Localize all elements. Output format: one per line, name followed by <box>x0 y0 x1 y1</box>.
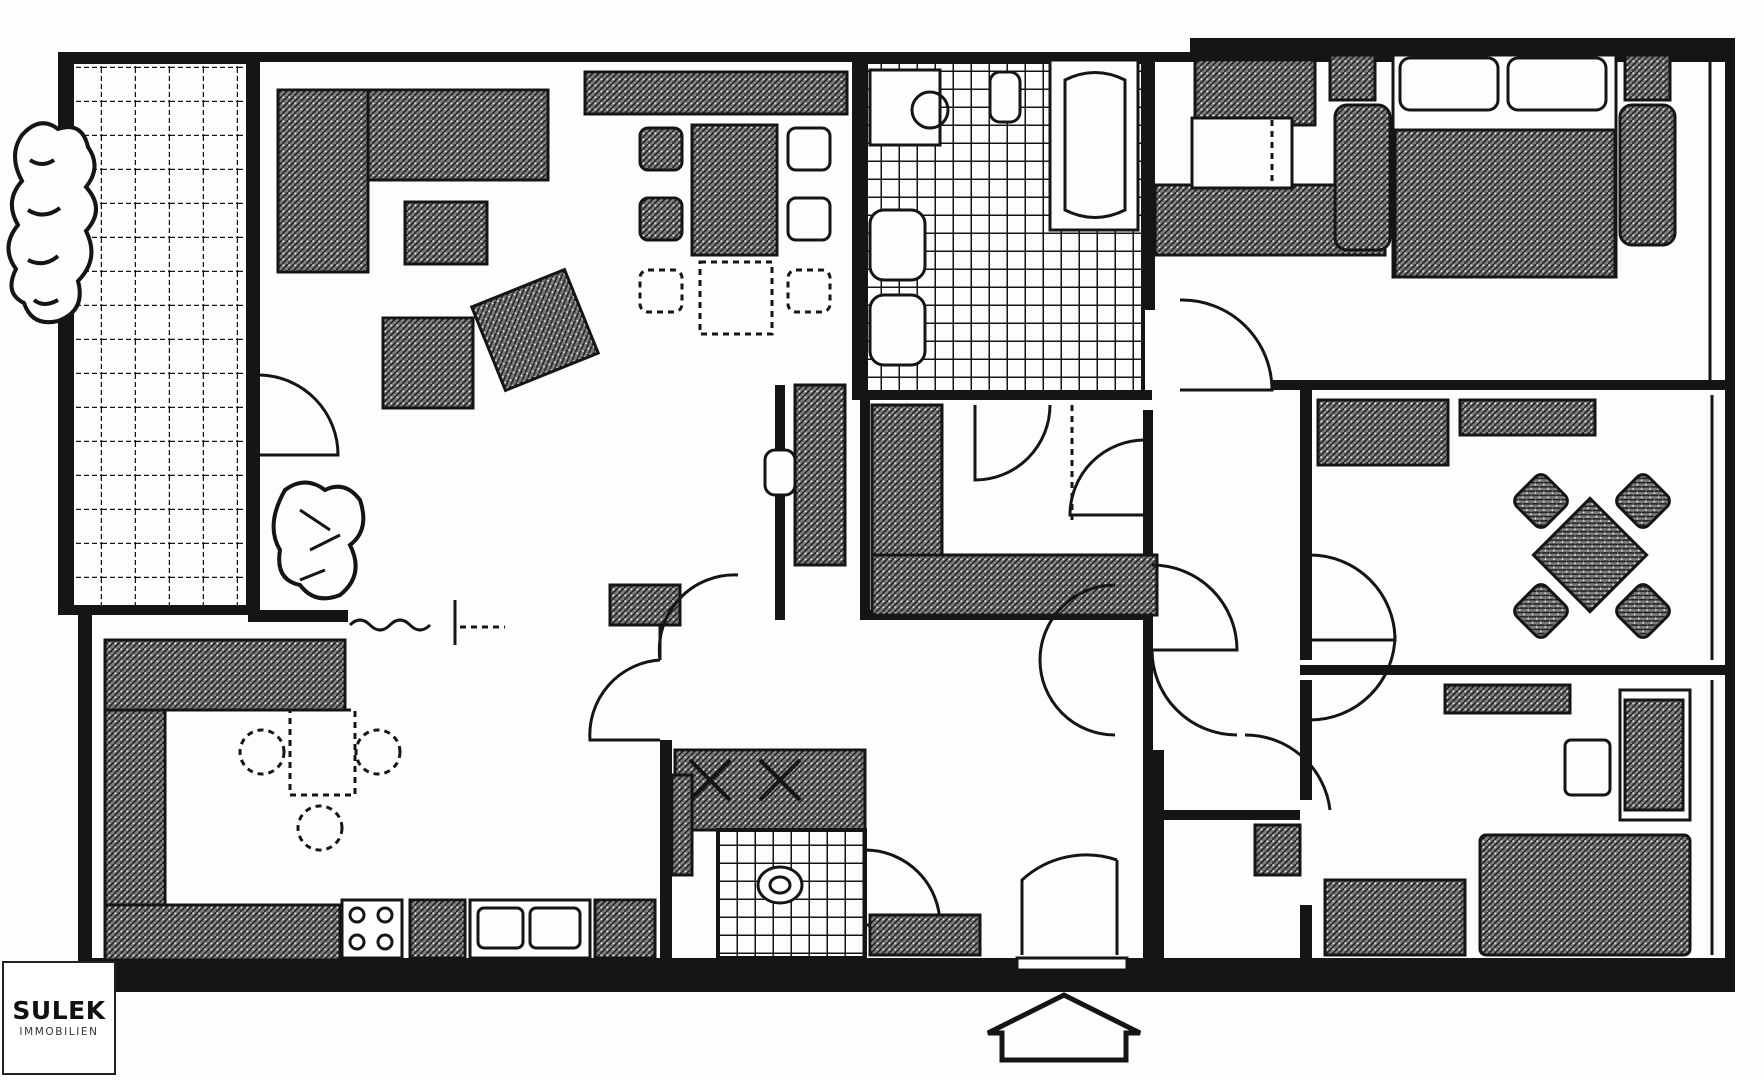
toilet-icon <box>868 68 942 147</box>
bathroom <box>864 58 1145 394</box>
logo-brand: SULEK <box>12 996 106 1026</box>
bed-icon <box>1391 53 1618 279</box>
stove-icon <box>340 898 404 960</box>
sink-icon <box>868 208 927 367</box>
entrance-arrow-icon <box>986 992 1142 1063</box>
kitchen-table <box>238 708 402 852</box>
piano <box>763 383 847 567</box>
kids-room <box>1323 680 1714 957</box>
table-set <box>1513 473 1671 639</box>
entrance-door <box>1015 853 1129 972</box>
plant-icon <box>6 121 98 325</box>
kitchen <box>103 638 657 962</box>
living-room <box>259 70 849 601</box>
dining-set <box>638 123 832 336</box>
interior-walls <box>248 55 1725 990</box>
logo-subtitle: IMMOBILIEN <box>19 1026 99 1039</box>
balcony-tiles <box>70 60 250 609</box>
plant-icon <box>271 480 366 601</box>
sink-icon <box>468 898 592 960</box>
storage-area <box>870 403 1159 617</box>
bedroom <box>1153 53 1712 380</box>
hallway-doors <box>348 298 1397 877</box>
guest-wc <box>670 748 982 960</box>
study-room <box>1316 395 1714 660</box>
toilet-icon <box>756 865 804 905</box>
company-logo: SULEK IMMOBILIEN <box>2 961 116 1075</box>
